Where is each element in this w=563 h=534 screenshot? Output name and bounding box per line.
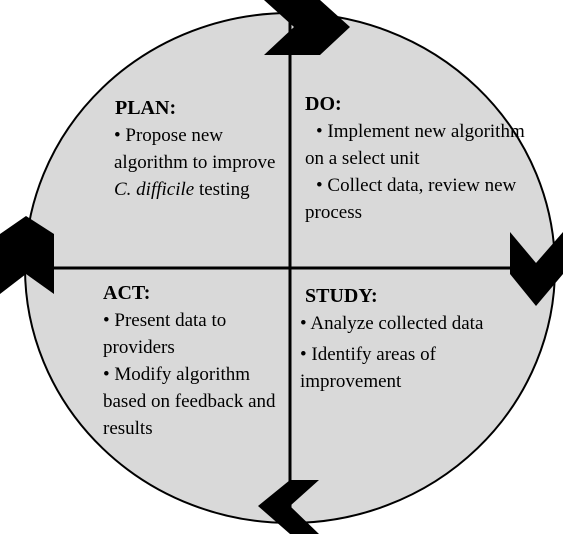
study-heading: STUDY: [305,285,378,307]
bullet: • [300,313,307,334]
act-heading: ACT: [103,282,151,304]
study-item: • Analyze collected data [300,310,525,337]
plan-item-text: Propose new algorithm to improve [114,125,276,173]
act-quadrant: ACT: • Present data to providers • Modif… [103,280,283,442]
bullet: • [103,310,110,331]
do-item: • Collect data, review new process [305,172,525,226]
bullet: • [316,121,323,142]
top-chevron-arrow-icon [264,0,350,55]
do-heading: DO: [305,93,342,115]
right-chevron-arrow-icon [510,232,563,306]
study-item: • Identify areas of improvement [300,341,525,395]
bullet: • [316,175,323,196]
bullet: • [300,344,307,365]
bullet: • [114,125,121,146]
act-item: • Modify algorithm based on feedback and… [103,361,283,442]
plan-quadrant: PLAN: • Propose new algorithm to improve… [112,95,287,203]
bullet: • [103,364,110,385]
plan-item-organism: C. difficile [114,179,195,200]
plan-item-text-end: testing [194,179,250,200]
do-item-text: Implement new algorithm on a select unit [305,121,525,169]
study-quadrant: STUDY: • Analyze collected data • Identi… [300,283,525,395]
act-item-text: Present data to providers [103,310,227,358]
study-item-text: Identify areas of improvement [300,344,436,392]
plan-item: • Propose new algorithm to improve C. di… [112,122,287,203]
act-item: • Present data to providers [103,307,283,361]
bottom-chevron-arrow-icon [258,480,319,534]
do-quadrant: DO: • Implement new algorithm on a selec… [305,91,525,226]
plan-heading: PLAN: [115,97,177,119]
left-chevron-arrow-icon [0,216,54,294]
study-item-text: Analyze collected data [310,313,484,334]
act-item-text: Modify algorithm based on feedback and r… [103,364,276,439]
do-item-text: Collect data, review new process [305,175,517,223]
do-item: • Implement new algorithm on a select un… [305,118,525,172]
